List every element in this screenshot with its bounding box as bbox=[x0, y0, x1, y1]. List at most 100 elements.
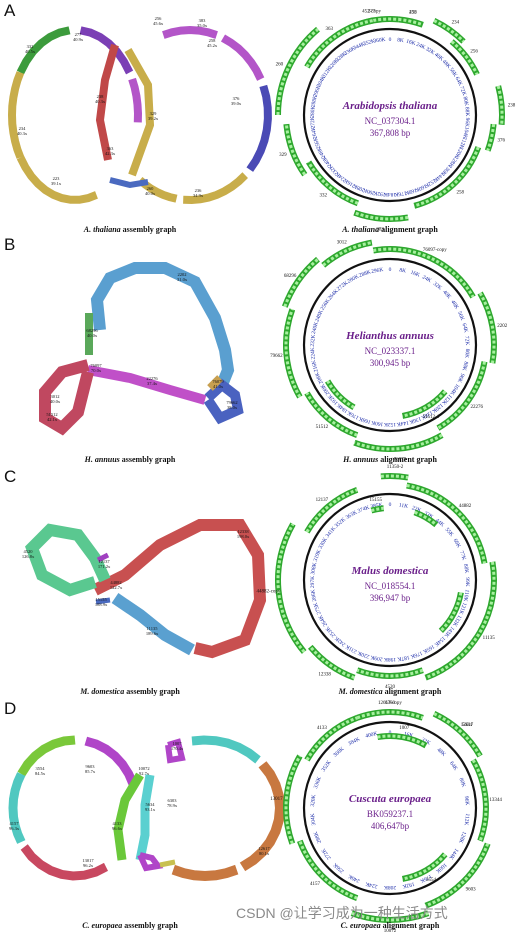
assembly-graph-caption: C. europaea assembly graph bbox=[82, 921, 178, 930]
segment-label: 3012 bbox=[51, 394, 60, 399]
tick-label: 336K bbox=[343, 45, 357, 56]
arc-label: 3012 bbox=[337, 241, 348, 246]
segment-label: 332 bbox=[27, 44, 34, 49]
arc-label: 76097-copy bbox=[423, 248, 447, 253]
alignment-arc-fill bbox=[402, 390, 447, 418]
tick-label: 216K bbox=[343, 177, 357, 188]
alignment-arc-fill bbox=[356, 710, 424, 720]
tick-label: 200K bbox=[320, 382, 332, 396]
tick-label: 24K bbox=[415, 42, 426, 51]
tick-label: 160K bbox=[371, 419, 384, 427]
tick-label: 112K bbox=[458, 136, 468, 149]
segment-label: 42.1x bbox=[47, 417, 58, 422]
tick-label: 48K bbox=[436, 747, 447, 758]
caption-species: C. europaea bbox=[341, 921, 381, 930]
arc-label: 5634 bbox=[462, 723, 473, 728]
arc-label: 236 bbox=[409, 11, 417, 16]
tick-label: 0 bbox=[389, 267, 392, 273]
alignment-arc-fill bbox=[353, 211, 409, 221]
graph-segment bbox=[95, 43, 119, 161]
alignment-arc-fill bbox=[425, 843, 490, 908]
alignment-arc-fill bbox=[413, 146, 480, 208]
accession-number: BK059237.1 bbox=[367, 809, 413, 819]
segment-label: 31.0x bbox=[177, 277, 188, 282]
segment-label: 1007 bbox=[173, 741, 183, 746]
tick-label: 216K bbox=[311, 359, 320, 372]
alignment-arc-fill bbox=[471, 759, 488, 842]
caption-suffix: assembly graph bbox=[124, 687, 180, 696]
graph-segment bbox=[8, 772, 26, 844]
tick-label: 32K bbox=[432, 281, 443, 292]
graph-segment bbox=[124, 48, 155, 177]
arc-label: 11135 bbox=[483, 636, 496, 641]
caption-suffix: assembly graph bbox=[122, 921, 178, 930]
caption-species: M. domestica bbox=[79, 687, 124, 696]
graph-segment bbox=[183, 172, 248, 205]
genome-circle bbox=[302, 257, 478, 433]
graph-segment bbox=[84, 736, 138, 787]
tick-label: 280K bbox=[347, 274, 361, 285]
segment-label: 35.0x bbox=[197, 23, 208, 28]
alignment-arc-fill bbox=[276, 28, 319, 116]
alignment-arc-fill bbox=[326, 380, 355, 409]
alignment-arc-fill bbox=[433, 712, 482, 757]
panel-letter: A bbox=[4, 1, 16, 20]
tick-label: 80K bbox=[461, 96, 469, 107]
panel-d: D355484.5x413396.6x1007170.4x563493.1x10… bbox=[4, 699, 502, 932]
graph-segment bbox=[96, 552, 110, 563]
assembly-graph: 355484.5x413396.6x1007170.4x563493.1x100… bbox=[8, 735, 286, 882]
tick-label: 77K bbox=[458, 550, 467, 561]
segment-label: 223 bbox=[53, 176, 61, 181]
tick-label: 275K bbox=[313, 602, 323, 616]
graph-segment bbox=[135, 774, 155, 861]
arc-label: 76079 bbox=[394, 458, 407, 463]
arc-label: 1007 bbox=[399, 726, 410, 731]
tick-label: 144K bbox=[396, 419, 409, 427]
segment-label: 122.7x bbox=[110, 585, 123, 590]
alignment-arc-fill bbox=[377, 734, 427, 747]
alignment-arc-fill bbox=[305, 716, 358, 761]
caption-suffix: alignment graph bbox=[381, 921, 440, 930]
arc-label: 3554 bbox=[426, 878, 437, 883]
tick-label: 198K bbox=[384, 656, 396, 662]
segment-label: 40.5x bbox=[25, 49, 36, 54]
alignment-arc bbox=[283, 123, 308, 177]
caption-suffix: alignment graph bbox=[383, 687, 442, 696]
segment-label: 40.3x bbox=[17, 131, 28, 136]
accession-number: NC_018554.1 bbox=[365, 581, 416, 591]
alignment-arc-fill bbox=[298, 840, 358, 900]
graph-segment bbox=[191, 735, 261, 764]
graph-segment bbox=[162, 25, 218, 39]
alignment-arc-fill bbox=[437, 361, 486, 430]
segment-label: 4157 bbox=[10, 821, 20, 826]
segment-label: 40.9x bbox=[73, 37, 84, 42]
segment-label: 40.0x bbox=[50, 399, 61, 404]
graph-segment bbox=[137, 852, 164, 872]
graph-segment bbox=[39, 359, 94, 436]
alignment-arc bbox=[484, 123, 497, 152]
graph-segment bbox=[20, 844, 109, 881]
tick-label: 8K bbox=[397, 37, 405, 44]
graph-segment bbox=[220, 34, 265, 81]
tick-label: 128K bbox=[447, 155, 459, 168]
tick-label: 385K bbox=[370, 502, 383, 510]
tick-label: 208K bbox=[384, 884, 396, 890]
tick-label: 288K bbox=[310, 95, 318, 108]
segment-label: 170.4x bbox=[171, 746, 184, 751]
alignment-arc-fill bbox=[351, 911, 429, 922]
graph-segment bbox=[25, 523, 111, 597]
tick-label: 16K bbox=[405, 39, 416, 47]
tick-label: 184K bbox=[384, 191, 396, 197]
alignment-arc-fill bbox=[439, 592, 463, 632]
tick-label: 40K bbox=[441, 289, 452, 300]
segment-label: 42.3x bbox=[105, 151, 116, 156]
alignment-graph-caption: C. europaea alignment graph bbox=[341, 921, 440, 930]
genome-length: 300,945 bp bbox=[370, 358, 411, 368]
tick-label: 144K bbox=[447, 847, 459, 860]
arc-label: 51512-1 bbox=[423, 415, 440, 420]
tick-label: 296K bbox=[371, 267, 384, 275]
tick-label: 132K bbox=[451, 614, 462, 628]
alignment-arc-fill bbox=[478, 292, 496, 364]
segment-label: 37.4x bbox=[147, 381, 158, 386]
